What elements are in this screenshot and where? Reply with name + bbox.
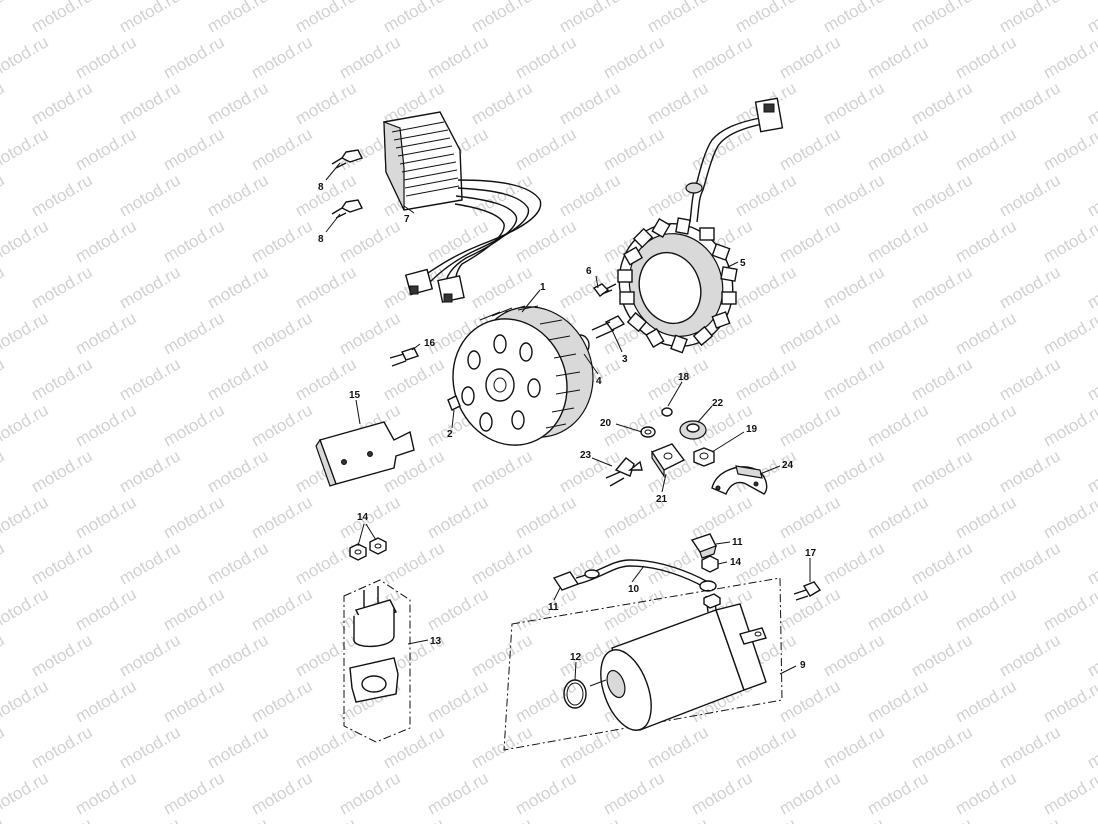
washer-20: [640, 426, 656, 438]
starter-motor-9: [503, 577, 783, 751]
callout-11-upper: 11: [732, 537, 743, 548]
nut-14-single: [701, 555, 719, 573]
wing-bolt-23: [605, 457, 643, 487]
stator-5: [617, 97, 784, 354]
callout-21: 21: [656, 494, 668, 505]
nut-19: [693, 447, 715, 467]
callout-4: 4: [596, 376, 602, 387]
bolt-16: [389, 347, 419, 367]
woodruff-key-2: [447, 395, 461, 411]
callout-1: 1: [540, 282, 546, 293]
bolt-8-lower: [331, 199, 363, 219]
callout-15: 15: [349, 390, 361, 401]
callout-16: 16: [424, 338, 436, 349]
callout-6: 6: [586, 266, 592, 277]
callout-3: 3: [622, 354, 628, 365]
flywheel-rotor-1: [452, 305, 594, 446]
bolt-17: [793, 581, 822, 601]
bolt-3: [591, 315, 626, 339]
callout-9: 9: [800, 660, 806, 671]
callout-23: 23: [580, 450, 592, 461]
callout-13: 13: [430, 636, 442, 647]
callout-11-lower: 11: [548, 602, 559, 613]
callout-20: 20: [600, 418, 612, 429]
callout-8-upper: 8: [318, 182, 324, 193]
bolt-8-upper: [331, 149, 363, 169]
callout-5: 5: [740, 258, 746, 269]
callout-12: 12: [570, 652, 582, 663]
washer-18: [661, 407, 673, 417]
leader-lines: [325, 162, 811, 681]
callout-22: 22: [712, 398, 724, 409]
nuts-14-pair: [349, 537, 387, 561]
o-ring-12: [563, 679, 587, 709]
callout-10: 10: [628, 584, 640, 595]
solenoid-13: [343, 579, 411, 743]
callout-19: 19: [746, 424, 758, 435]
cable-10: [552, 559, 717, 592]
callout-8-lower: 8: [318, 234, 324, 245]
voltage-regulator-7: [383, 111, 542, 303]
grommet-22: [679, 420, 707, 440]
callout-14-single: 14: [730, 557, 742, 568]
bracket-15: [315, 421, 415, 487]
callout-labels: 1 2 3 4 5 6 7 8 8 9 10 11 11 12 13 14 14…: [318, 182, 817, 671]
callout-7: 7: [404, 214, 410, 225]
callout-2: 2: [447, 429, 453, 440]
callout-24: 24: [782, 460, 794, 471]
terminal-cap-11-upper: [690, 533, 717, 559]
callout-17: 17: [805, 548, 817, 559]
plate-21: [650, 443, 686, 478]
pickup-24: [711, 465, 768, 495]
callout-14-pair: 14: [357, 512, 369, 523]
callout-18: 18: [678, 372, 690, 383]
